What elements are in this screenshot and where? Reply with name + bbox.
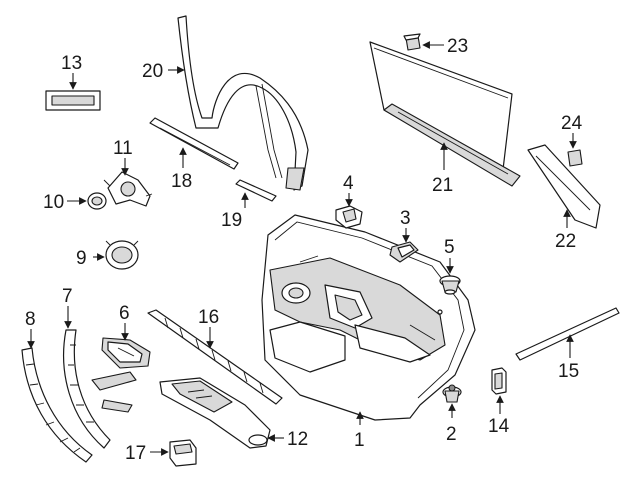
part-7-grab-handle-trim — [63, 329, 137, 449]
callout-22: 22 — [555, 231, 576, 252]
callout-7: 7 — [62, 286, 73, 307]
callout-16: 16 — [198, 307, 219, 328]
part-4-bracket-clip — [335, 205, 363, 229]
part-24-cover-cap — [567, 149, 583, 167]
part-10-tweeter-cap — [87, 192, 107, 210]
callout-6: 6 — [119, 303, 130, 324]
callout-14: 14 — [488, 416, 510, 437]
part-11-speaker-bracket — [103, 171, 153, 207]
callout-2: 2 — [446, 424, 457, 445]
callout-18: 18 — [171, 171, 192, 192]
part-12-armrest — [159, 377, 271, 449]
callout-9: 9 — [76, 248, 87, 269]
part-1-door-trim-panel — [261, 214, 476, 421]
callout-11: 11 — [113, 138, 133, 159]
callout-20: 20 — [142, 61, 163, 82]
part-5-grommet — [439, 275, 461, 295]
callout-4: 4 — [343, 173, 354, 194]
callout-1: 1 — [354, 430, 365, 451]
part-2-push-pin — [442, 384, 462, 403]
callout-21: 21 — [432, 175, 453, 196]
part-22-pillar-trim — [527, 144, 601, 229]
part-8-beltline-molding — [21, 347, 93, 463]
callout-13: 13 — [61, 53, 82, 74]
part-17-switch — [169, 439, 197, 467]
part-18-glass-channel — [149, 117, 239, 170]
callout-23: 23 — [447, 36, 468, 57]
part-15-seal-strip — [515, 307, 620, 361]
leader-lines — [27, 41, 577, 456]
callout-numbers: 1 2 3 4 5 6 7 8 9 10 11 12 13 14 15 16 1… — [25, 36, 583, 464]
part-13-trim-light — [45, 90, 101, 111]
part-16-beltline-seal — [147, 309, 283, 405]
part-9-speaker-ring — [105, 240, 139, 270]
part-20-frame-seal — [177, 15, 309, 191]
callout-17: 17 — [125, 443, 146, 464]
callout-19: 19 — [221, 210, 242, 231]
callout-24: 24 — [561, 113, 583, 134]
callout-8: 8 — [25, 309, 36, 330]
part-3-clip — [389, 241, 419, 263]
part-6-switch-housing — [101, 337, 151, 369]
part-23-shade-clip — [403, 33, 421, 51]
callout-3: 3 — [400, 208, 411, 229]
part-19-channel-strip — [235, 179, 277, 202]
callout-10: 10 — [43, 192, 64, 213]
part-21-sunshade — [369, 41, 521, 187]
callout-15: 15 — [558, 361, 579, 382]
callout-12: 12 — [287, 429, 308, 450]
callout-5: 5 — [444, 237, 455, 258]
part-14-retainer-clip — [491, 367, 507, 395]
